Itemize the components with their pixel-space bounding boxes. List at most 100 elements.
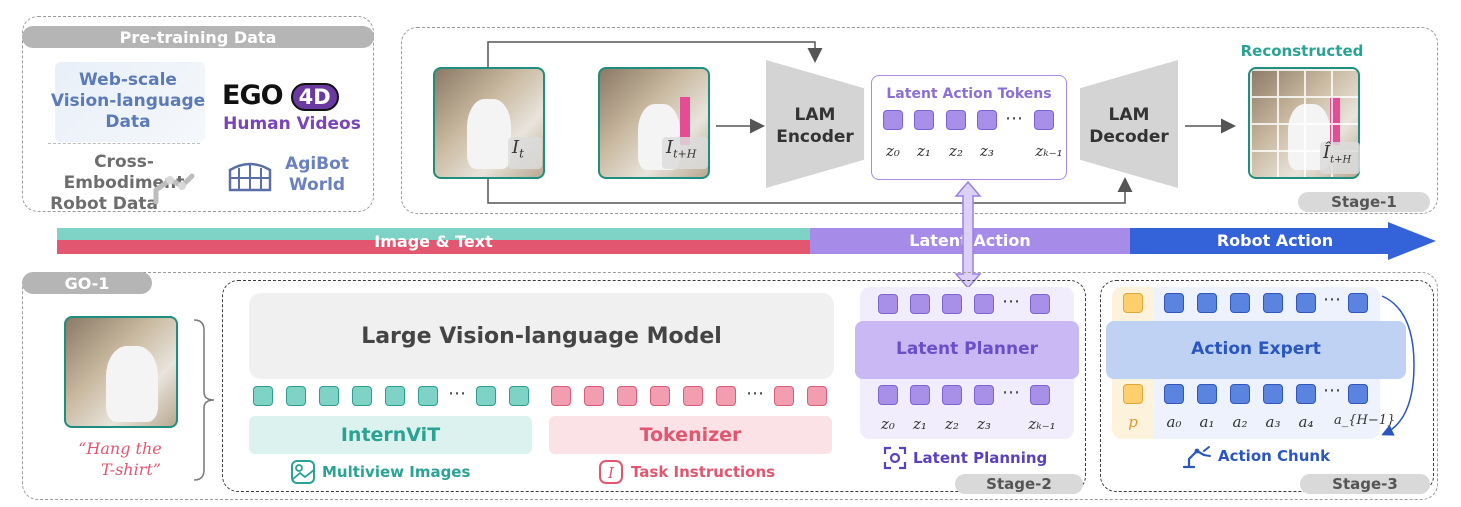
latent-token (974, 294, 994, 314)
stage2-panel (222, 280, 1086, 492)
encoder-line1: LAM (794, 105, 836, 125)
decoder-line1: LAM (1108, 105, 1150, 125)
robot-arm-icon (1182, 446, 1211, 469)
agibot-line1: AgiBot (285, 154, 349, 174)
cross-embodiment-line1: Cross-Embodiment (63, 152, 185, 193)
latent-planning-label: Latent Planning (913, 449, 1048, 467)
vision-token (352, 386, 372, 406)
action-token (1296, 293, 1316, 313)
text-token (716, 386, 736, 406)
task-instructions-icon: I (599, 460, 623, 484)
internvit-block (249, 416, 532, 454)
image-text-bar-pink (57, 240, 810, 254)
tokenizer-block (549, 416, 832, 454)
frame-th-sub: t+H (673, 147, 697, 161)
latent-token (977, 110, 997, 130)
vlm-title: Large Vision-language Model (361, 324, 722, 349)
image-text-label: Image & Text (374, 232, 493, 251)
web-scale-line2: Vision-language (50, 91, 206, 111)
vision-token (253, 386, 273, 406)
p-label: p (1128, 413, 1138, 431)
recon-symbol: Î (1323, 142, 1331, 163)
stage1-panel (401, 27, 1438, 214)
action-token (1296, 384, 1316, 404)
action-token (1164, 384, 1184, 404)
a-label: a₀ (1166, 413, 1182, 431)
pretraining-panel (22, 16, 374, 212)
pretraining-title: Pre-training Data (22, 26, 374, 48)
lam-decoder-label: LAM Decoder (1080, 104, 1178, 148)
ellipsis: ⋯ (1005, 108, 1023, 129)
z-label: z₃ (980, 142, 994, 160)
pink-garment (680, 97, 690, 145)
action-token (1197, 384, 1217, 404)
multiview-images-icon (291, 460, 315, 484)
z-label: zₖ₋₁ (1028, 415, 1056, 433)
a-label: a₂ (1232, 413, 1248, 431)
action-token (1197, 293, 1217, 313)
latent-token (910, 294, 930, 314)
latent-token (878, 385, 898, 405)
z-label: zₖ₋₁ (1035, 142, 1063, 160)
divider (48, 143, 200, 144)
cross-embodiment-line2: Robot Data (50, 194, 158, 214)
latent-token (1030, 294, 1050, 314)
recon-caption: Ît+H (1320, 142, 1360, 174)
action-token (1230, 384, 1250, 404)
z-label: z₁ (917, 142, 931, 160)
latent-token (946, 110, 966, 130)
latent-tokens-box (871, 75, 1067, 180)
frame-th-caption: It+H (662, 137, 708, 169)
ellipsis: ⋯ (1002, 291, 1020, 312)
instruction-line1: “Hang the (78, 439, 162, 458)
web-scale-line3: Data (105, 112, 151, 132)
observation-image (64, 316, 178, 428)
stage3-panel (1100, 280, 1434, 492)
denoise-loop-arrow (1381, 295, 1415, 436)
z-label: z₀ (886, 142, 900, 160)
proprio-token (1123, 384, 1143, 404)
agibot-line2: World (288, 175, 346, 195)
action-expert-label: Action Expert (1191, 339, 1321, 359)
z-label: z₁ (913, 415, 927, 433)
ellipsis: ⋯ (746, 383, 764, 404)
a-label: a₃ (1265, 413, 1281, 431)
vision-token (286, 386, 306, 406)
go1-title: GO-1 (22, 272, 152, 294)
ellipsis: ⋯ (1002, 382, 1020, 403)
proprio-token (1123, 293, 1143, 313)
web-scale-illustration (55, 62, 205, 142)
instruction-line2: T-shirt” (101, 460, 161, 479)
frame-t-symbol: I (512, 137, 520, 158)
image-text-bar-teal (57, 228, 810, 240)
shirt-shape (467, 99, 511, 169)
z-label: z₂ (945, 415, 959, 433)
vision-token (476, 386, 496, 406)
action-token (1348, 384, 1368, 404)
latent-planning-icon (883, 446, 907, 470)
stage3-tag: Stage-3 (1300, 474, 1430, 494)
robot-action-label: Robot Action (1216, 231, 1334, 250)
latent-token (942, 385, 962, 405)
text-token (683, 386, 703, 406)
latent-token (1030, 385, 1050, 405)
latent-token (1034, 110, 1054, 130)
human-videos-label: Human Videos (223, 114, 361, 134)
latent-token (910, 385, 930, 405)
ego-4d-badge: 4D (290, 83, 339, 111)
multiview-images-label: Multiview Images (322, 463, 471, 481)
latent-token (914, 110, 934, 130)
latent-tokens-title: Latent Action Tokens (886, 86, 1052, 102)
ellipsis: ⋯ (448, 383, 466, 404)
text-token (774, 386, 794, 406)
reconstructed-label: Reconstructed (1240, 42, 1364, 60)
z-label: z₂ (949, 142, 963, 160)
action-chunk-label: Action Chunk (1218, 447, 1331, 465)
ego-logo-text: EGO (222, 80, 284, 111)
frame-t-sub: t (519, 146, 524, 161)
tokenizer-label: Tokenizer (639, 424, 742, 446)
text-token (807, 386, 827, 406)
stage2-tag: Stage-2 (955, 474, 1083, 494)
a-label: a_{H−1} (1334, 413, 1396, 428)
